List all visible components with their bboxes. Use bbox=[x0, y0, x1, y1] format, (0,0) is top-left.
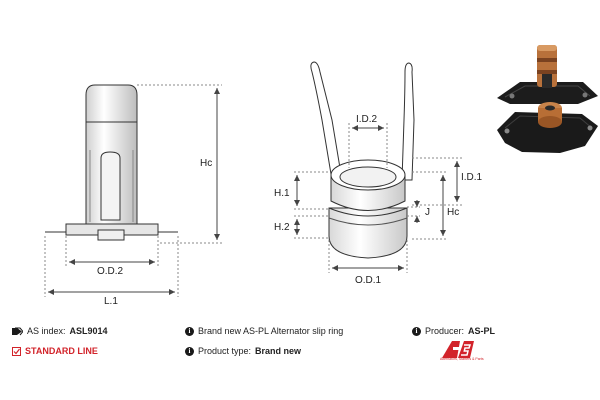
label-id2: I.D.2 bbox=[356, 114, 378, 125]
index-label: AS index: bbox=[27, 326, 66, 336]
label-hc-right: Hc bbox=[447, 207, 459, 218]
label-od2: O.D.2 bbox=[97, 266, 124, 277]
producer-info: i Producer: AS-PL bbox=[412, 326, 495, 336]
label-j: J bbox=[425, 207, 430, 218]
label-h1: H.1 bbox=[274, 188, 290, 199]
index-info: AS index: ASL9014 bbox=[12, 326, 108, 336]
label-l1: L.1 bbox=[104, 296, 118, 307]
checkbox-icon bbox=[12, 346, 21, 356]
info-icon: i bbox=[185, 346, 194, 356]
producer-label: Producer: bbox=[425, 326, 465, 336]
right-ring-view bbox=[310, 61, 415, 259]
info-icon: i bbox=[412, 326, 421, 336]
product-photo-top bbox=[497, 45, 598, 104]
product-photo-bottom bbox=[497, 102, 598, 153]
standard-line-info: STANDARD LINE bbox=[12, 346, 98, 356]
right-dimensions: I.D.2 I.D.1 H.1 H.2 J Hc O.D.1 bbox=[274, 114, 483, 286]
info-icon: i bbox=[185, 326, 194, 336]
label-h2: H.2 bbox=[274, 222, 290, 233]
left-dimensions: Hc O.D.2 L.1 bbox=[44, 84, 222, 307]
left-side-view bbox=[45, 84, 178, 241]
producer-value: AS-PL bbox=[468, 326, 496, 336]
standard-line-label: STANDARD LINE bbox=[25, 346, 98, 356]
tag-icon bbox=[12, 327, 23, 335]
product-type-value: Brand new bbox=[255, 346, 302, 356]
product-type-info: i Product type: Brand new bbox=[185, 346, 301, 356]
description-info: i Brand new AS-PL Alternator slip ring bbox=[185, 326, 343, 336]
as-pl-logo: AS bbox=[442, 341, 474, 358]
logo-subtext: Alternators, Starters & Parts bbox=[440, 357, 484, 361]
description-text: Brand new AS-PL Alternator slip ring bbox=[198, 326, 344, 336]
label-id1: I.D.1 bbox=[461, 172, 483, 183]
label-od1: O.D.1 bbox=[355, 275, 382, 286]
label-hc-left: Hc bbox=[200, 158, 212, 169]
index-value: ASL9014 bbox=[69, 326, 108, 336]
product-type-label: Product type: bbox=[198, 346, 252, 356]
